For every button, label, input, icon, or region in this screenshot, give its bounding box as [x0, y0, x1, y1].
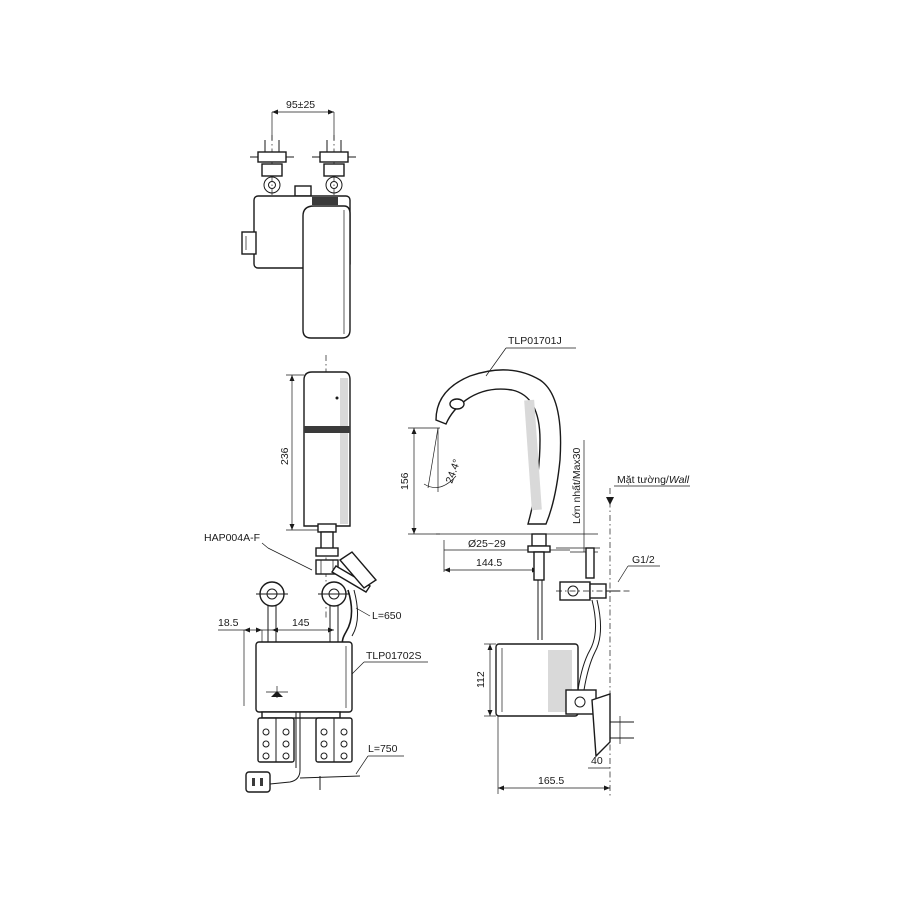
dim-112: 112	[475, 671, 487, 688]
label-tlp01701j: TLP01701J	[508, 335, 562, 347]
dim-40: 40	[591, 755, 603, 767]
label-hose-650: L=650	[372, 610, 402, 622]
warning-symbol	[266, 686, 288, 698]
label-tlp01702s: TLP01702S	[366, 650, 421, 662]
label-hap004a-f: HAP004A-F	[204, 532, 260, 544]
dim-144-5: 144.5	[476, 557, 502, 569]
dim-diameter: Ø25~29	[468, 538, 506, 550]
dim-max30: Lớn nhất/Max30	[571, 447, 583, 524]
label-wall: Mặt tường/Wall	[617, 474, 690, 486]
clamp-right	[315, 717, 353, 763]
dim-top-width: 95±25	[286, 99, 315, 111]
dim-18-5: 18.5	[218, 617, 239, 629]
angle-valve: G1/2	[556, 554, 660, 601]
label-g12: G1/2	[632, 554, 655, 566]
wall-bracket	[565, 689, 634, 758]
dim-height-236: 236	[279, 447, 291, 465]
dim-156: 156	[399, 472, 411, 490]
dim-145: 145	[292, 617, 310, 629]
dim-angle: 24.4°	[444, 458, 464, 485]
side-view: TLP01701J 156 24.4° Lớn nhất/Max30 Mặt t…	[399, 335, 690, 796]
clamp-left	[257, 717, 295, 763]
dim-165-5: 165.5	[538, 775, 564, 787]
top-view: 95±25	[241, 99, 356, 339]
front-view: 236 HAP004A-F L=650	[204, 355, 428, 793]
label-cable-750: L=750	[368, 743, 398, 755]
plug-icon	[245, 771, 271, 793]
